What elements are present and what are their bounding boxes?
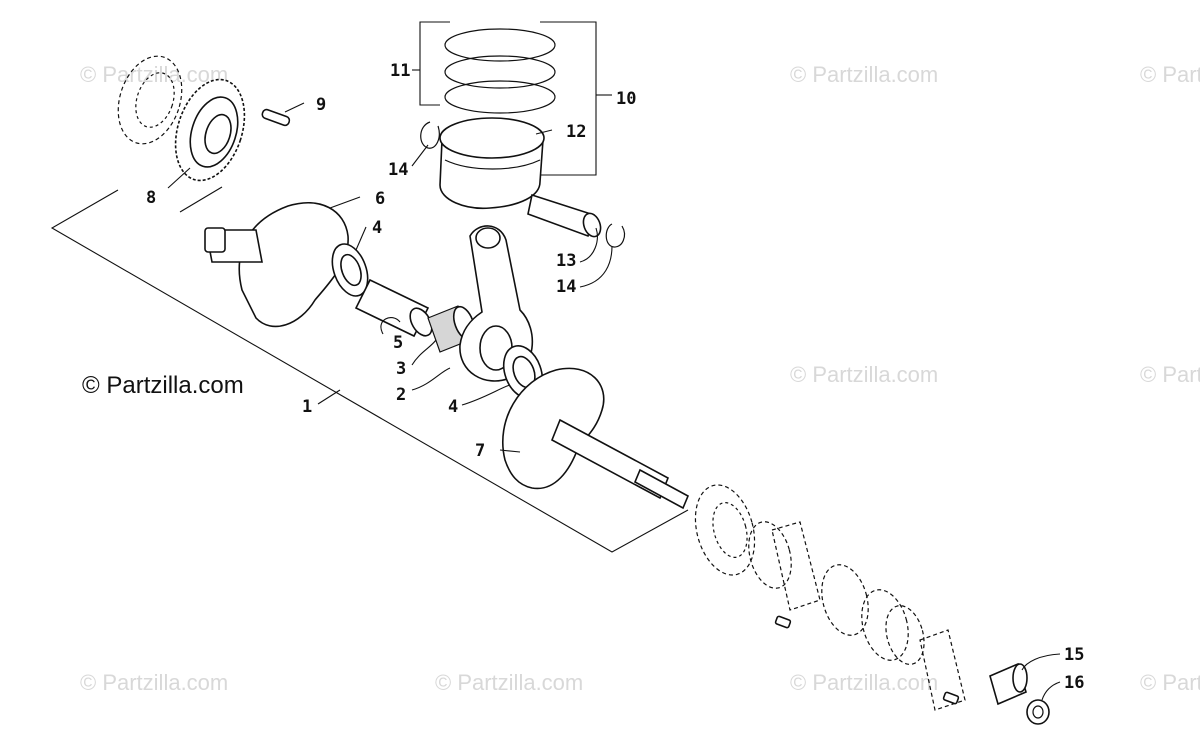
callout-12: 12 xyxy=(566,122,586,142)
callout-labels: 1 2 3 4 4 5 6 7 8 9 10 11 12 13 14 14 15… xyxy=(146,61,1084,693)
watermark-mid-right: © Partzilla.com xyxy=(790,362,938,387)
right-main-bearing xyxy=(694,484,756,576)
bearing-retainer-plate xyxy=(771,521,821,611)
assembly-bracket-crankshaft xyxy=(50,189,689,553)
watermark-main: © Partzilla.com xyxy=(82,372,244,399)
callout-3: 3 xyxy=(396,359,406,379)
crank-half-left xyxy=(204,201,349,328)
outer-bearing xyxy=(821,564,925,665)
watermark-layer: © Partzilla.com © Partzilla.com © Partzi… xyxy=(80,62,1200,695)
callout-13: 13 xyxy=(556,251,576,271)
crank-pin xyxy=(354,278,433,338)
watermark-top-left: © Partzilla.com xyxy=(80,62,228,87)
piston xyxy=(439,117,545,210)
watermark-bottom-right: © Partzilla.com xyxy=(790,670,938,695)
watermark-bottom-left: © Partzilla.com xyxy=(80,670,228,695)
wrist-pin-clip-lower xyxy=(605,223,626,248)
callout-4-lower: 4 xyxy=(448,397,458,417)
watermark-top-right: © Partzilla.com xyxy=(790,62,938,87)
left-main-bearing xyxy=(117,55,183,145)
callout-5: 5 xyxy=(393,333,403,353)
woodruff-pin xyxy=(261,108,291,127)
callout-2: 2 xyxy=(396,385,406,405)
callout-1: 1 xyxy=(302,397,312,417)
crank-gear xyxy=(174,78,246,182)
watermark-top-far-right: © Partzilla.com xyxy=(1140,62,1200,87)
cover-plate xyxy=(919,629,966,711)
bolt-right xyxy=(942,691,960,705)
wrist-pin-clip-upper xyxy=(420,121,440,149)
callout-7: 7 xyxy=(475,441,485,461)
bolt-left xyxy=(774,615,792,629)
watermark-bottom-center: © Partzilla.com xyxy=(435,670,583,695)
callout-11: 11 xyxy=(390,61,410,81)
watermark-mid-far-right: © Partzilla.com xyxy=(1140,362,1200,387)
callout-9: 9 xyxy=(316,95,326,115)
wrist-pin xyxy=(527,193,602,238)
watermark-bottom-far-right: © Partzilla.com xyxy=(1140,670,1200,695)
callout-8: 8 xyxy=(146,188,156,208)
thrust-washer-upper xyxy=(331,243,369,297)
callout-10: 10 xyxy=(616,89,636,109)
callout-16: 16 xyxy=(1064,673,1084,693)
piston-rings xyxy=(444,28,556,114)
bracket-tick-8 xyxy=(179,186,223,213)
leader-lines xyxy=(167,69,1061,701)
nut xyxy=(1026,699,1050,725)
callout-14-upper: 14 xyxy=(388,160,408,180)
bracket-rings xyxy=(419,21,450,106)
right-seal xyxy=(748,521,792,589)
callout-6: 6 xyxy=(375,189,385,209)
bracket-piston-group xyxy=(536,21,597,176)
callout-15: 15 xyxy=(1064,645,1084,665)
crank-half-right xyxy=(502,367,690,510)
bushing xyxy=(989,662,1028,706)
callout-4-upper: 4 xyxy=(372,218,382,238)
callout-14-lower: 14 xyxy=(556,277,576,297)
